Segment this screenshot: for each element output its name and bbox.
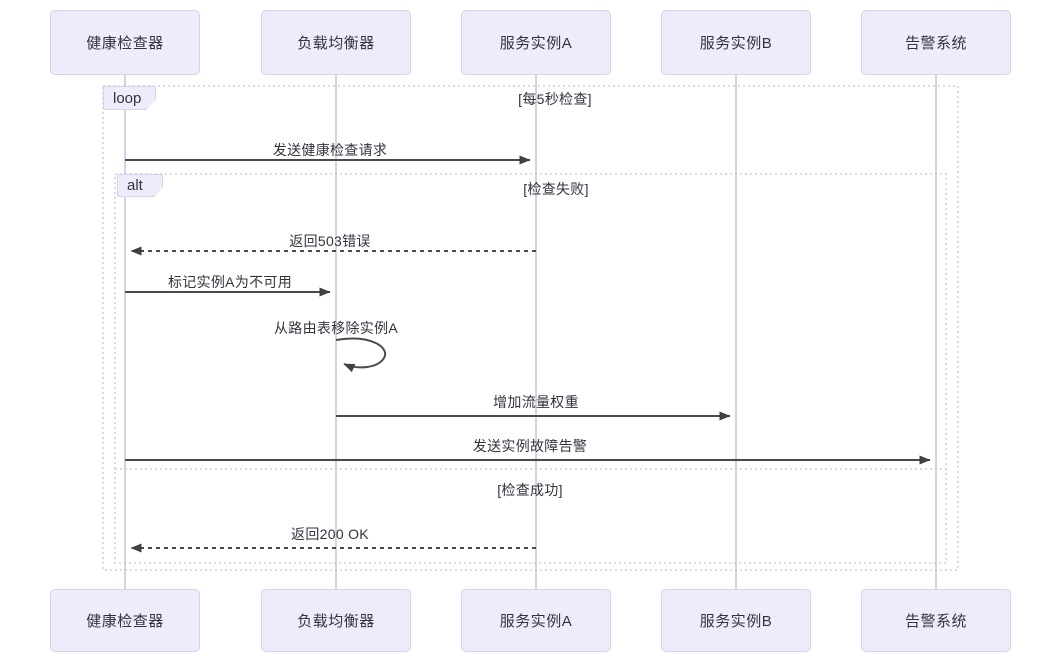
participant-label: 告警系统	[904, 613, 967, 630]
fragment-keyword-loop: loop	[113, 89, 142, 107]
participant-label: 告警系统	[904, 35, 967, 52]
fragment-loop-box	[102, 85, 959, 571]
participant-top-alarm[interactable]: 告警系统	[861, 10, 1011, 75]
fragment-condition-loop: [每5秒检查]	[518, 91, 592, 107]
message-label-m1: 发送健康检查请求	[272, 142, 388, 158]
participant-top-svcA[interactable]: 服务实例A	[461, 10, 611, 75]
fragment-condition-alt: [检查失败]	[523, 181, 589, 197]
fragment-alt-box	[114, 173, 947, 564]
participant-bottom-svcB[interactable]: 服务实例B	[661, 589, 811, 652]
message-lines	[125, 155, 931, 553]
message-line-m4-self	[335, 337, 387, 373]
participant-label: 负载均衡器	[297, 613, 375, 630]
message-label-m4: 从路由表移除实例A	[273, 320, 399, 336]
participant-label: 服务实例A	[499, 613, 573, 630]
participant-top-health[interactable]: 健康检查器	[50, 10, 200, 75]
participant-label: 健康检查器	[86, 613, 164, 630]
participant-label: 负载均衡器	[297, 35, 375, 52]
participant-bottom-health[interactable]: 健康检查器	[50, 589, 200, 652]
fragment-tag-loop[interactable]: loop	[103, 86, 156, 110]
participant-bottom-alarm[interactable]: 告警系统	[861, 589, 1011, 652]
fragment-tag-alt[interactable]: alt	[117, 174, 163, 197]
lifelines	[124, 75, 937, 589]
participant-label: 健康检查器	[86, 35, 164, 52]
message-label-m2: 返回503错误	[289, 233, 371, 249]
message-label-m5: 增加流量权重	[493, 394, 579, 410]
participant-top-svcB[interactable]: 服务实例B	[661, 10, 811, 75]
participant-label: 服务实例B	[699, 35, 773, 52]
fragment-alt	[114, 173, 947, 564]
fragment-condition-alt-else: [检查成功]	[497, 482, 563, 498]
participant-label: 服务实例A	[499, 35, 573, 52]
fragment-keyword-alt: alt	[127, 177, 143, 194]
message-label-m6: 发送实例故障告警	[472, 438, 588, 454]
participant-bottom-svcA[interactable]: 服务实例A	[461, 589, 611, 652]
participant-label: 服务实例B	[699, 613, 773, 630]
participant-bottom-lb[interactable]: 负载均衡器	[261, 589, 411, 652]
fragment-loop	[102, 85, 959, 571]
participant-top-lb[interactable]: 负载均衡器	[261, 10, 411, 75]
message-label-m3: 标记实例A为不可用	[167, 274, 293, 290]
message-label-m7: 返回200 OK	[291, 526, 369, 542]
